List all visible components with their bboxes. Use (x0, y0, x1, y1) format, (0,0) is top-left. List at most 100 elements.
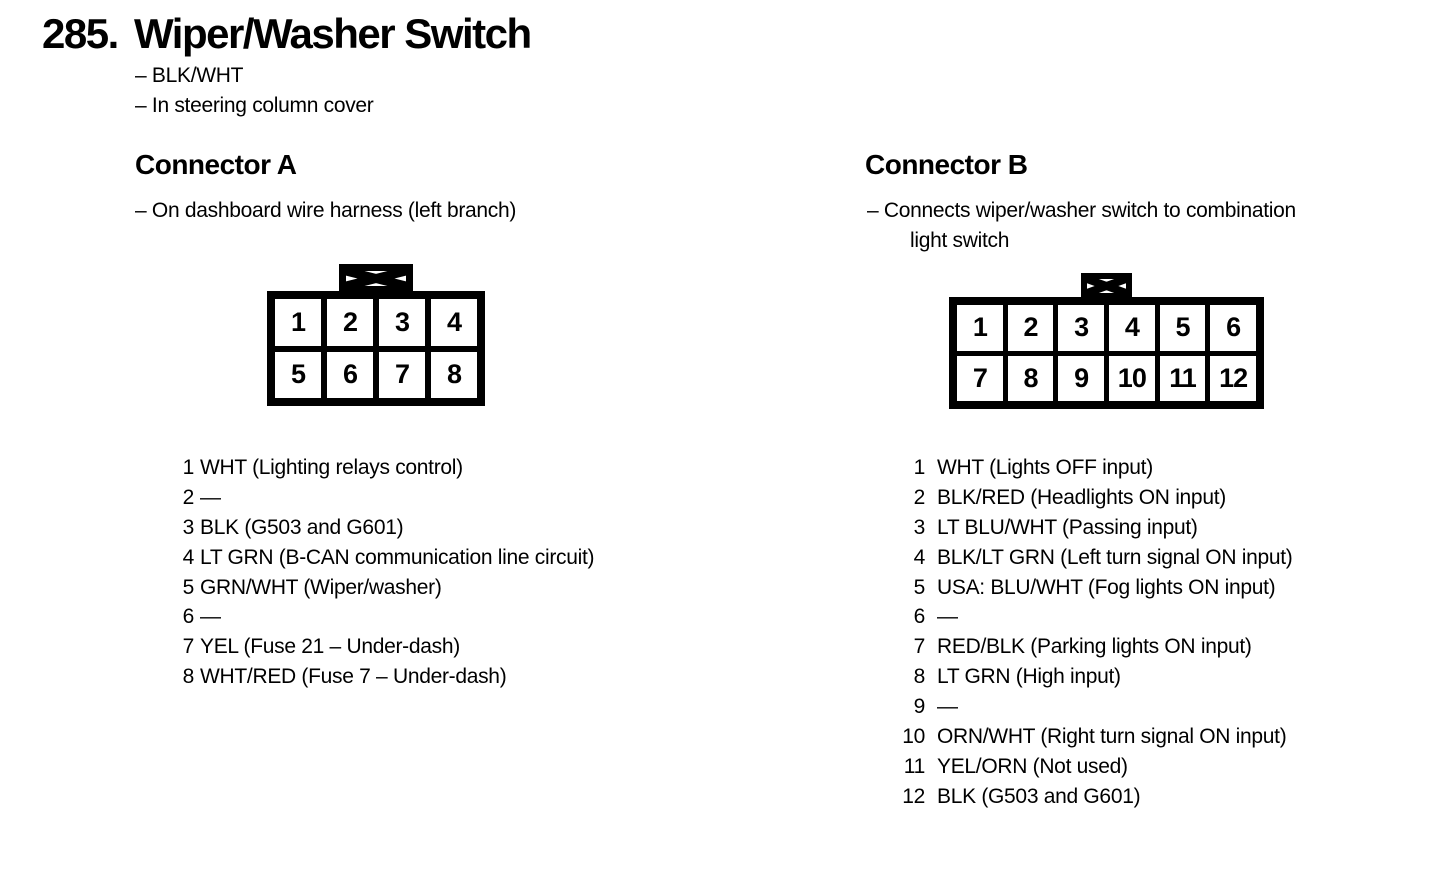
connector-a-cavity-7: 7 (379, 351, 425, 398)
pin-number: 8 (913, 665, 926, 689)
pin-description: BLK/LT GRN (Left turn signal ON input) (937, 545, 1293, 569)
pin-number: 2 (182, 485, 195, 509)
connector-a-cavity-8: 8 (431, 351, 477, 398)
connector-b-cavity-5: 5 (1159, 305, 1206, 351)
pin-number: 4 (182, 545, 195, 569)
connector-b-cavity-3: 3 (1058, 305, 1104, 351)
pin-description: BLK/RED (Headlights ON input) (937, 485, 1226, 509)
pin-number: 9 (913, 695, 926, 719)
pin-description: ORN/WHT (Right turn signal ON input) (937, 724, 1287, 748)
pin-number: 3 (182, 515, 195, 539)
pin-number: 1 (182, 455, 195, 479)
connector-b-pin-grid: 1 2 3 4 5 6 7 8 9 10 11 12 (949, 297, 1264, 409)
connector-a-pin-list: 1 WHT (Lighting relays control) 2 — 3 BL… (170, 453, 595, 692)
pin-description: — (937, 605, 958, 629)
pin-row: 2 BLK/RED (Headlights ON input) (895, 483, 1292, 513)
pin-description: USA: BLU/WHT (Fog lights ON input) (937, 575, 1276, 599)
page-notes: – BLK/WHT – In steering column cover (135, 61, 374, 121)
page-item-number: 285. (42, 10, 119, 57)
pin-number: 6 (913, 605, 926, 629)
pin-description: WHT/RED (Fuse 7 – Under-dash) (200, 665, 507, 689)
connector-a-cavity-5: 5 (275, 351, 321, 398)
pin-description: WHT (Lights OFF input) (937, 455, 1153, 479)
pin-description: BLK (G503 and G601) (200, 515, 404, 539)
connector-b-cavity-9: 9 (1058, 355, 1104, 401)
connector-a-key-tab (339, 264, 413, 293)
connector-b-cavity-8: 8 (1007, 355, 1054, 401)
pin-number: 11 (903, 754, 926, 778)
pin-number: 1 (913, 455, 926, 479)
connector-b-description-line1: – Connects wiper/washer switch to combin… (867, 199, 1296, 222)
connector-b-cavity-7: 7 (957, 355, 1003, 401)
pin-row: 10 ORN/WHT (Right turn signal ON input) (895, 722, 1292, 752)
pin-row: 3 BLK (G503 and G601) (170, 513, 594, 543)
connector-b-key-tab (1081, 273, 1132, 299)
connector-a-cavity-6: 6 (327, 351, 373, 398)
connector-b-cavity-1: 1 (957, 305, 1003, 351)
connector-a-cavity-3: 3 (379, 299, 425, 346)
pin-row: 11 YEL/ORN (Not used) (895, 752, 1292, 782)
pin-number: 6 (182, 605, 195, 629)
connector-a-cavity-2: 2 (327, 299, 373, 346)
pin-row: 7 YEL (Fuse 21 – Under-dash) (170, 632, 594, 662)
pin-row: 9 — (895, 692, 1292, 722)
pin-description: BLK (G503 and G601) (937, 784, 1141, 808)
pin-row: 8 WHT/RED (Fuse 7 – Under-dash) (170, 662, 594, 692)
pin-row: 5 USA: BLU/WHT (Fog lights ON input) (895, 573, 1292, 603)
pin-description: RED/BLK (Parking lights ON input) (937, 635, 1252, 659)
pin-row: 8 LT GRN (High input) (895, 662, 1292, 692)
connector-a-description: – On dashboard wire harness (left branch… (135, 199, 517, 222)
connector-a-cavity-1: 1 (275, 299, 321, 346)
connector-b-cavity-4: 4 (1109, 305, 1155, 351)
pin-description: — (200, 605, 221, 629)
pin-number: 7 (182, 635, 195, 659)
connector-a-cavity-4: 4 (431, 299, 477, 346)
pin-number: 5 (182, 575, 195, 599)
pin-row: 12 BLK (G503 and G601) (895, 782, 1292, 812)
pin-number: 2 (913, 485, 926, 509)
pin-row: 6 — (170, 602, 594, 632)
connector-a-pin-grid: 1 2 3 4 5 6 7 8 (267, 291, 485, 406)
pin-description: LT GRN (B-CAN communication line circuit… (200, 545, 595, 569)
connector-b-cavity-11: 11 (1159, 355, 1206, 401)
note-wire-color: – BLK/WHT (135, 64, 244, 87)
pin-row: 6 — (895, 602, 1292, 632)
x-mark-icon (1087, 279, 1126, 293)
pin-row: 5 GRN/WHT (Wiper/washer) (170, 573, 594, 603)
pin-row: 2 — (170, 483, 594, 513)
connector-b-cavity-2: 2 (1007, 305, 1054, 351)
connector-b-cavity-12: 12 (1210, 355, 1256, 401)
page-title: Wiper/Washer Switch (134, 10, 532, 57)
pin-number: 3 (913, 515, 926, 539)
pin-description: LT GRN (High input) (937, 665, 1121, 689)
pin-description: WHT (Lighting relays control) (200, 455, 463, 479)
connector-b-pin-list: 1 WHT (Lights OFF input) 2 BLK/RED (Head… (895, 453, 1293, 812)
connector-b-cavity-10: 10 (1109, 355, 1155, 401)
connector-b-description-line2: light switch (910, 229, 1010, 252)
connector-b-diagram: 1 2 3 4 5 6 7 8 9 10 11 12 (949, 273, 1264, 409)
pin-description: — (200, 485, 221, 509)
pin-description: — (937, 695, 958, 719)
pin-number: 8 (182, 665, 195, 689)
pin-description: GRN/WHT (Wiper/washer) (200, 575, 442, 599)
pin-row: 1 WHT (Lighting relays control) (170, 453, 594, 483)
pin-row: 1 WHT (Lights OFF input) (895, 453, 1292, 483)
pin-description: YEL/ORN (Not used) (937, 754, 1128, 778)
x-mark-icon (346, 271, 406, 286)
note-location: – In steering column cover (135, 94, 374, 117)
pin-number: 5 (913, 575, 926, 599)
connector-b-cavity-6: 6 (1210, 305, 1256, 351)
pin-row: 3 LT BLU/WHT (Passing input) (895, 513, 1292, 543)
connector-a-diagram: 1 2 3 4 5 6 7 8 (267, 264, 485, 406)
pin-number: 7 (913, 635, 926, 659)
pin-row: 4 LT GRN (B-CAN communication line circu… (170, 543, 595, 573)
pin-number: 10 (902, 724, 925, 748)
connector-a-heading: Connector A (135, 149, 297, 180)
pin-number: 4 (913, 545, 926, 569)
pin-row: 4 BLK/LT GRN (Left turn signal ON input) (895, 543, 1293, 573)
pin-row: 7 RED/BLK (Parking lights ON input) (895, 632, 1292, 662)
pin-description: YEL (Fuse 21 – Under-dash) (200, 635, 460, 659)
pin-number: 12 (902, 784, 925, 808)
connector-b-description: – Connects wiper/washer switch to combin… (867, 196, 1296, 256)
